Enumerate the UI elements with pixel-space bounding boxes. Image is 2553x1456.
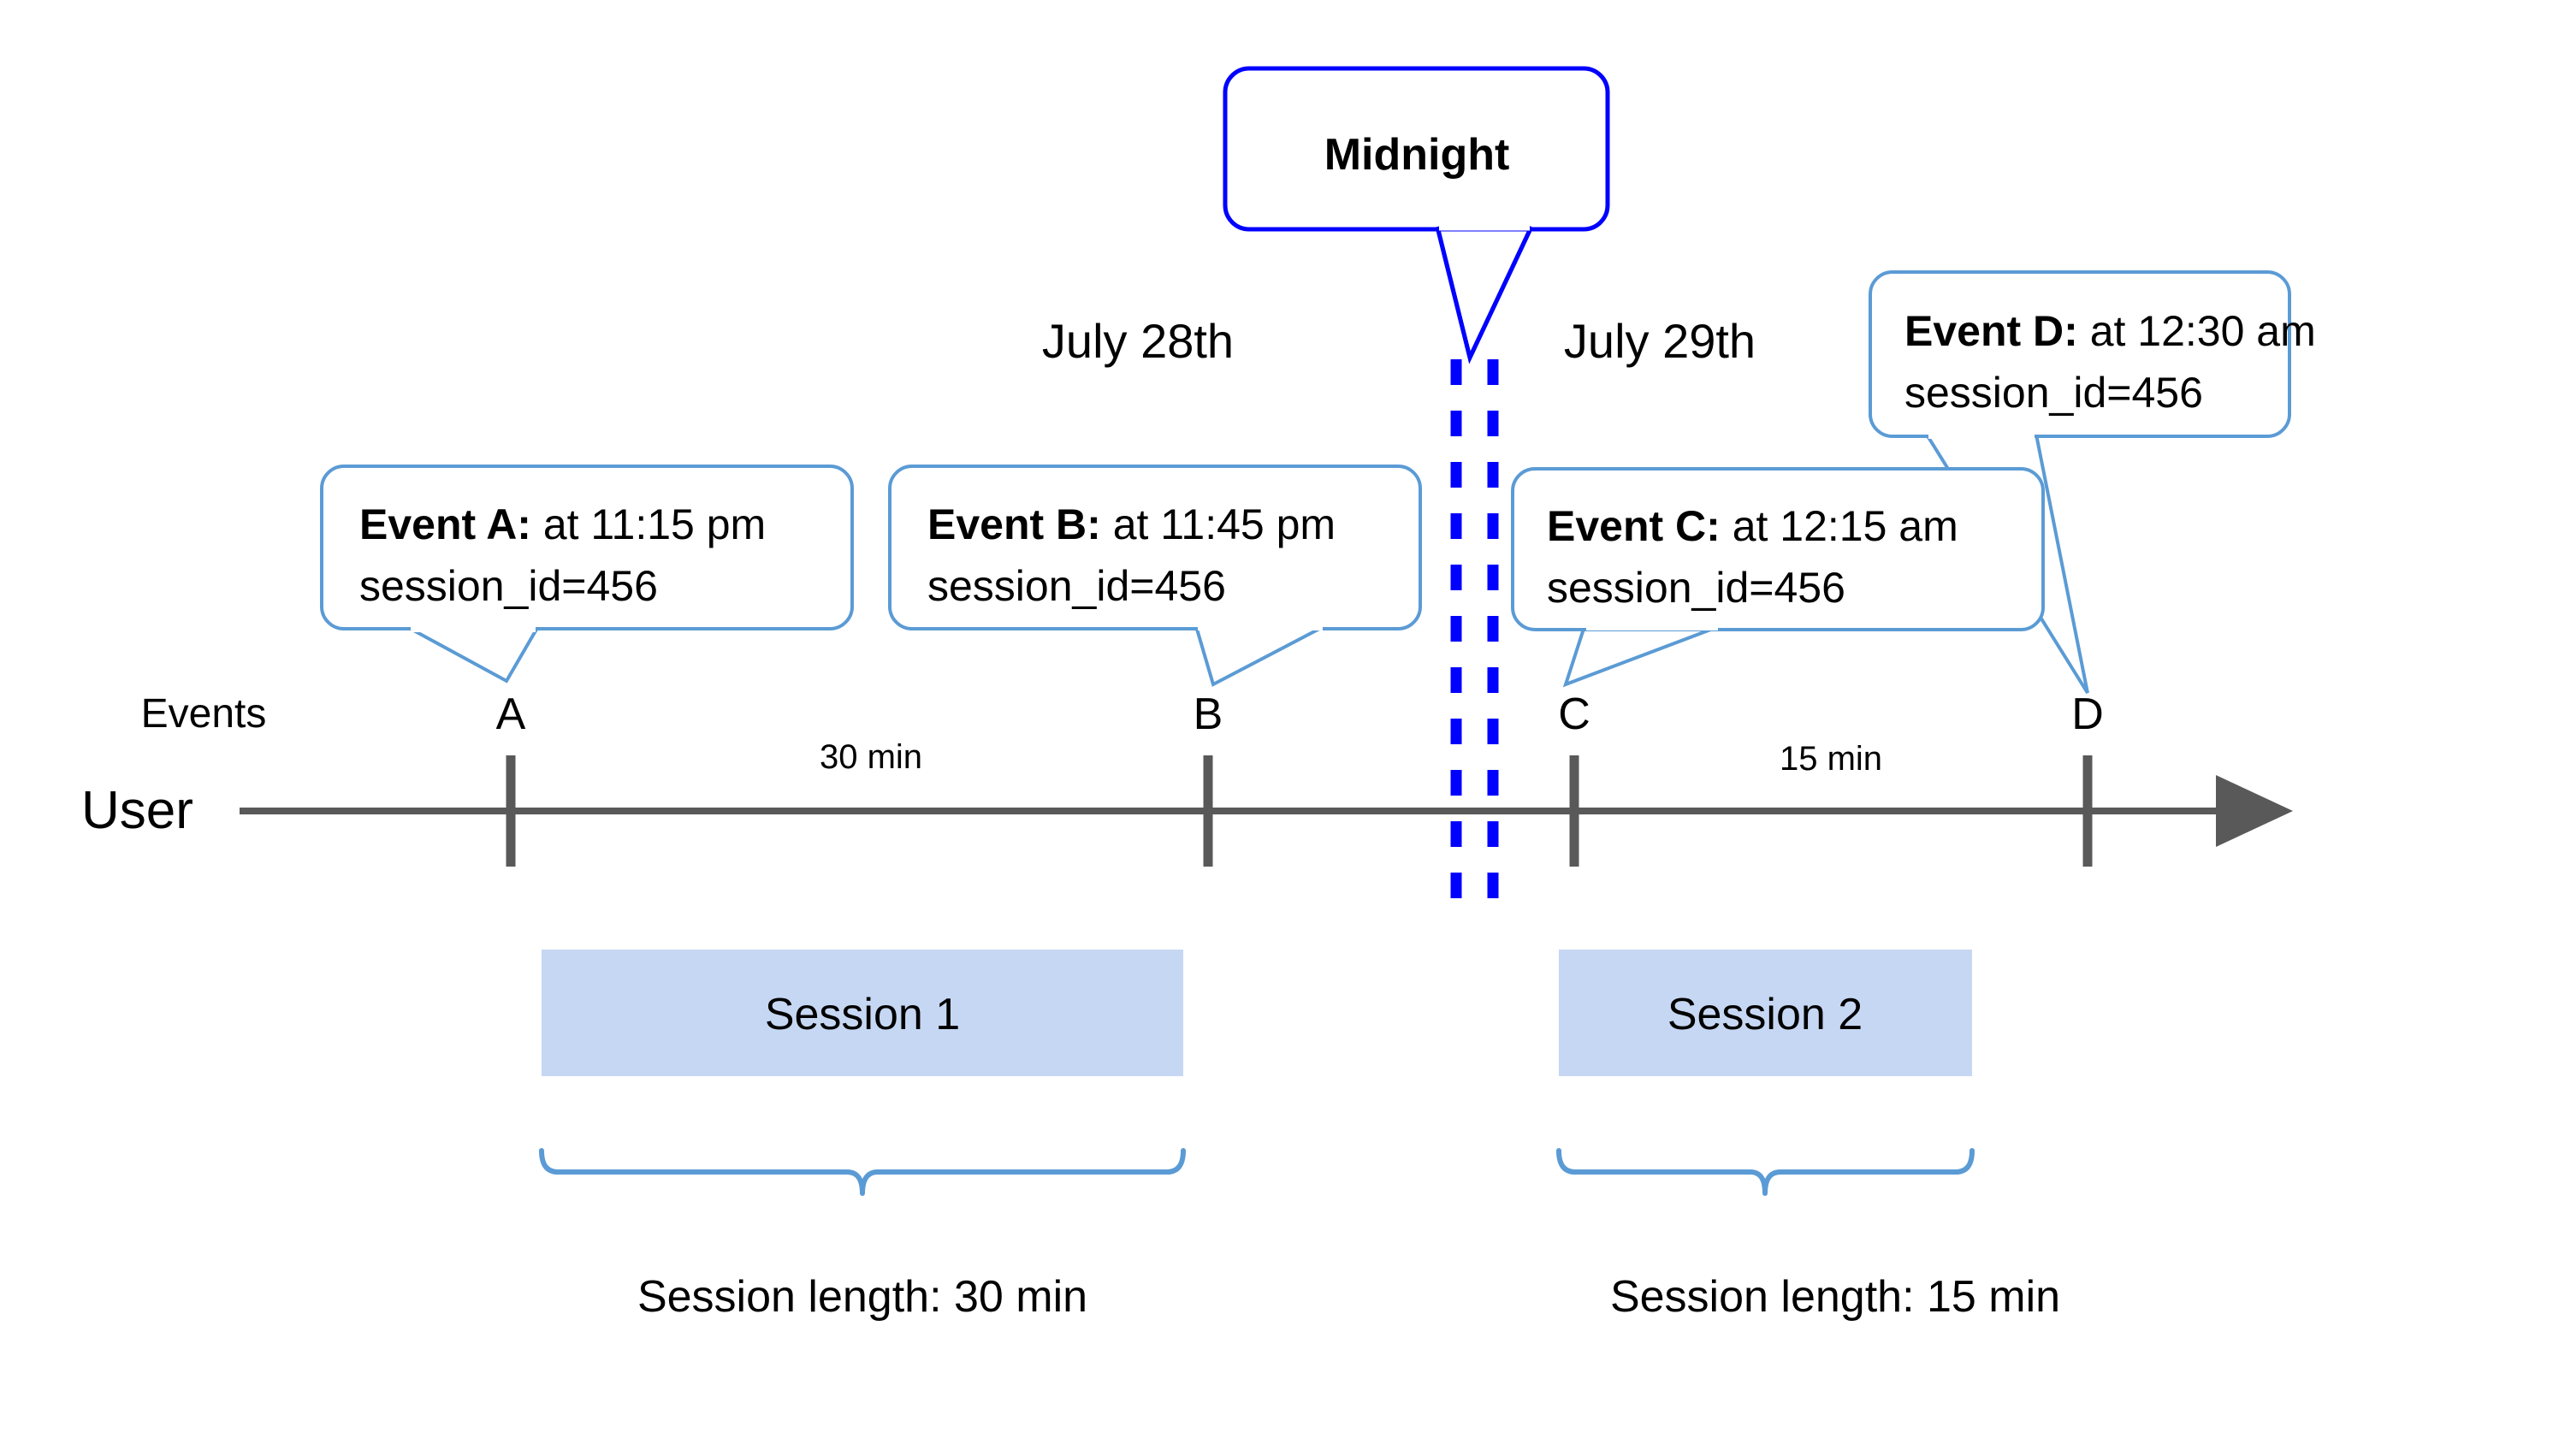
callout-event-a-line2: session_id=456: [359, 562, 658, 610]
callout-event-b-line1: Event B: at 11:45 pm: [927, 500, 1336, 548]
session-2-group[interactable]: Session 2 Session length: 15 min: [1556, 950, 2060, 1322]
callout-event-b[interactable]: Event B: at 11:45 pm session_id=456: [888, 465, 1422, 687]
callout-event-c-box: [1511, 467, 2045, 631]
callout-event-b-box: [888, 465, 1422, 630]
callout-event-c-line2: session_id=456: [1547, 564, 1845, 612]
event-marker-label-b: B: [1194, 690, 1223, 739]
session-1-box: [542, 950, 1183, 1076]
callout-event-d-line2: session_id=456: [1904, 369, 2203, 417]
event-marker-label-a: A: [496, 690, 526, 739]
midnight-callout-tail-outline: [1435, 225, 1534, 364]
event-marker-label-d: D: [2071, 690, 2104, 739]
callout-event-c-line1: Event C: at 12:15 am: [1547, 502, 1958, 550]
session-1-group[interactable]: Session 1 Session length: 30 min: [539, 950, 1186, 1322]
date-label-july-29: July 29th: [1564, 314, 1756, 368]
session-2-label: Session 2: [1667, 990, 1863, 1039]
callout-event-a-bold: Event A:: [359, 500, 531, 548]
session-1-length-label: Session length: 30 min: [637, 1272, 1087, 1322]
callout-event-b-tail: [1194, 624, 1325, 687]
timeline-axis: [240, 755, 2293, 867]
session-2-box: [1559, 950, 1972, 1076]
callout-event-c-rest: at 12:15 am: [1721, 502, 1958, 550]
session-2-brace: [1556, 1148, 1975, 1196]
callout-event-b-line2: session_id=456: [927, 562, 1226, 610]
event-marker-label-c: C: [1558, 690, 1590, 739]
midnight-callout-box: [1223, 66, 1610, 232]
midnight-callout[interactable]: Midnight: [1223, 66, 1610, 364]
midnight-label: Midnight: [1324, 130, 1510, 180]
gap-label-30-min: 30 min: [820, 738, 922, 776]
callout-event-d-line1: Event D: at 12:30 am: [1904, 307, 2316, 355]
callout-event-a-rest: at 11:15 pm: [531, 500, 766, 548]
session-1-brace: [539, 1148, 1186, 1196]
callout-event-d-bold: Event D:: [1904, 307, 2078, 355]
callout-event-c-bold: Event C:: [1547, 502, 1721, 550]
callout-event-d-box: [1869, 270, 2291, 438]
axis-arrow-icon: [2216, 775, 2293, 847]
midnight-divider: [1450, 359, 1499, 924]
session-1-label: Session 1: [765, 990, 960, 1039]
gap-label-15-min: 15 min: [1780, 740, 1882, 778]
events-row-label: Events: [141, 691, 267, 737]
callout-event-a-tail: [408, 626, 541, 684]
callout-event-d-rest: at 12:30 am: [2078, 307, 2316, 355]
callout-event-a[interactable]: Event A: at 11:15 pm session_id=456: [320, 465, 854, 684]
callout-event-a-line1: Event A: at 11:15 pm: [359, 500, 766, 548]
callout-event-c[interactable]: Event C: at 12:15 am session_id=456: [1511, 467, 2045, 688]
callout-event-b-bold: Event B:: [927, 500, 1101, 548]
callout-event-a-box: [320, 465, 854, 630]
user-row-label: User: [81, 781, 193, 840]
callout-event-b-rest: at 11:45 pm: [1101, 500, 1336, 548]
date-label-july-28: July 28th: [1042, 314, 1234, 368]
callout-event-c-tail: [1562, 624, 1721, 688]
session-2-length-label: Session length: 15 min: [1610, 1272, 2060, 1322]
